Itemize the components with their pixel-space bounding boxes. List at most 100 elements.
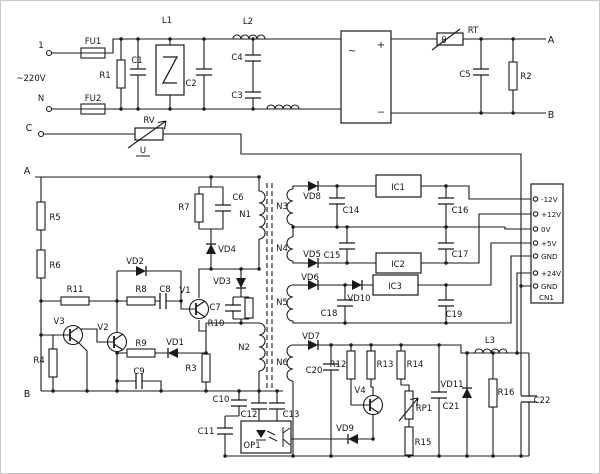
label-r10: R10 [208,319,225,329]
pin-gnd1 [532,253,539,259]
inductor-l2 [232,34,266,40]
label-r4: R4 [33,356,44,366]
label-rt: RT [468,26,479,36]
label-c21: C21 [443,402,460,412]
label-n3: N3 [276,202,288,212]
choke-z-symbol [161,56,179,84]
label-vd8: VD8 [303,192,321,202]
pin-label-pos5v: +5V [541,239,557,248]
resistor-r7 [194,193,204,223]
resistor-r14 [396,350,406,380]
label-r12: R12 [330,360,347,370]
label-n6: N6 [276,358,288,368]
label-op1: OP1 [243,441,260,451]
label-theta: θ [441,36,446,46]
optocoupler-internals [256,427,291,447]
label-vd6: VD6 [301,273,319,283]
resistor-r15 [404,426,414,456]
label-l1: L1 [162,16,172,26]
pin-label-gnd1: GND [541,252,558,261]
winding-n1 [258,190,266,240]
wires-drive-stage [41,268,259,391]
label-c12: C12 [241,410,258,420]
diode-vd10 [351,279,363,291]
potentiometer-arrow [398,397,419,422]
label-mains-voltage: ~220V [16,74,45,84]
capacitor-c1 [128,67,148,77]
winding-n3 [286,188,294,226]
label-c17: C17 [452,250,469,260]
label-c11: C11 [198,427,215,437]
label-u: U [140,146,146,156]
transistor-v4 [362,394,384,416]
label-c19: C19 [446,310,463,320]
label-n2: N2 [238,343,250,353]
label-vd11: VD11 [440,380,463,390]
transistor-v2 [106,331,128,353]
capacitor-c5 [471,67,491,77]
terminal-line [45,49,53,57]
resistor-r10 [244,297,254,319]
label-ic3: IC3 [388,282,402,292]
label-fu1: FU1 [85,37,102,47]
ic2-box [375,252,422,274]
capacitor-c13 [267,401,287,411]
resistor-r12 [346,350,356,380]
label-r8: R8 [135,285,146,295]
label-n5: N5 [276,298,288,308]
label-bridge-minus: − [377,107,385,118]
capacitor-c21 [429,390,449,400]
winding-n5 [286,284,294,322]
label-vd7: VD7 [302,332,320,342]
capacitor-c15 [337,241,357,251]
capacitor-c11 [215,426,235,436]
resistor-r8 [126,296,156,306]
label-c4: C4 [231,53,242,63]
label-output-b: B [548,110,555,121]
winding-n4 [286,236,294,262]
bridge-rectifier [340,30,392,124]
pin-gnd2 [532,283,539,289]
fuse-fu2 [80,103,106,115]
label-c8: C8 [159,285,170,295]
label-c1: C1 [131,56,142,66]
wires-varistor-sense [44,133,522,456]
pin-pos24v [532,270,539,276]
diode-vd4 [205,243,217,255]
label-c10: C10 [213,395,230,405]
optocoupler-led-icon [256,430,266,438]
pin-label-gnd2: GND [541,282,558,291]
label-ic1: IC1 [391,183,405,193]
resistor-r3 [201,353,211,383]
resistor-r5 [36,201,46,231]
label-vd1: VD1 [166,338,184,348]
label-fu2: FU2 [85,94,102,104]
label-r15: R15 [415,438,432,448]
diode-vd3 [235,277,247,289]
label-c2: C2 [185,79,196,89]
label-n4: N4 [276,244,288,254]
inductor-l2b [266,104,300,110]
label-c9: C9 [133,367,144,377]
label-terminal-n: N [38,94,44,104]
label-r13: R13 [377,360,394,370]
diode-vd1 [167,347,179,359]
capacitor-c7 [223,303,243,313]
diode-vd8 [307,180,319,192]
transistor-v3 [62,324,84,346]
label-r5: R5 [49,213,60,223]
label-vd5: VD5 [303,250,321,260]
resistor-r4 [48,348,58,378]
resistor-r11 [60,296,90,306]
varistor-rv-body [134,127,164,141]
label-rp1: RP1 [416,404,432,414]
label-l3: L3 [485,336,495,346]
capacitor-c6 [213,203,233,213]
label-n1: N1 [239,210,251,220]
label-vd10: VD10 [347,294,370,304]
label-vd9: VD9 [336,424,354,434]
resistor-r9 [126,348,156,358]
pin-pos5v [532,240,539,246]
label-vd4: VD4 [218,245,236,255]
